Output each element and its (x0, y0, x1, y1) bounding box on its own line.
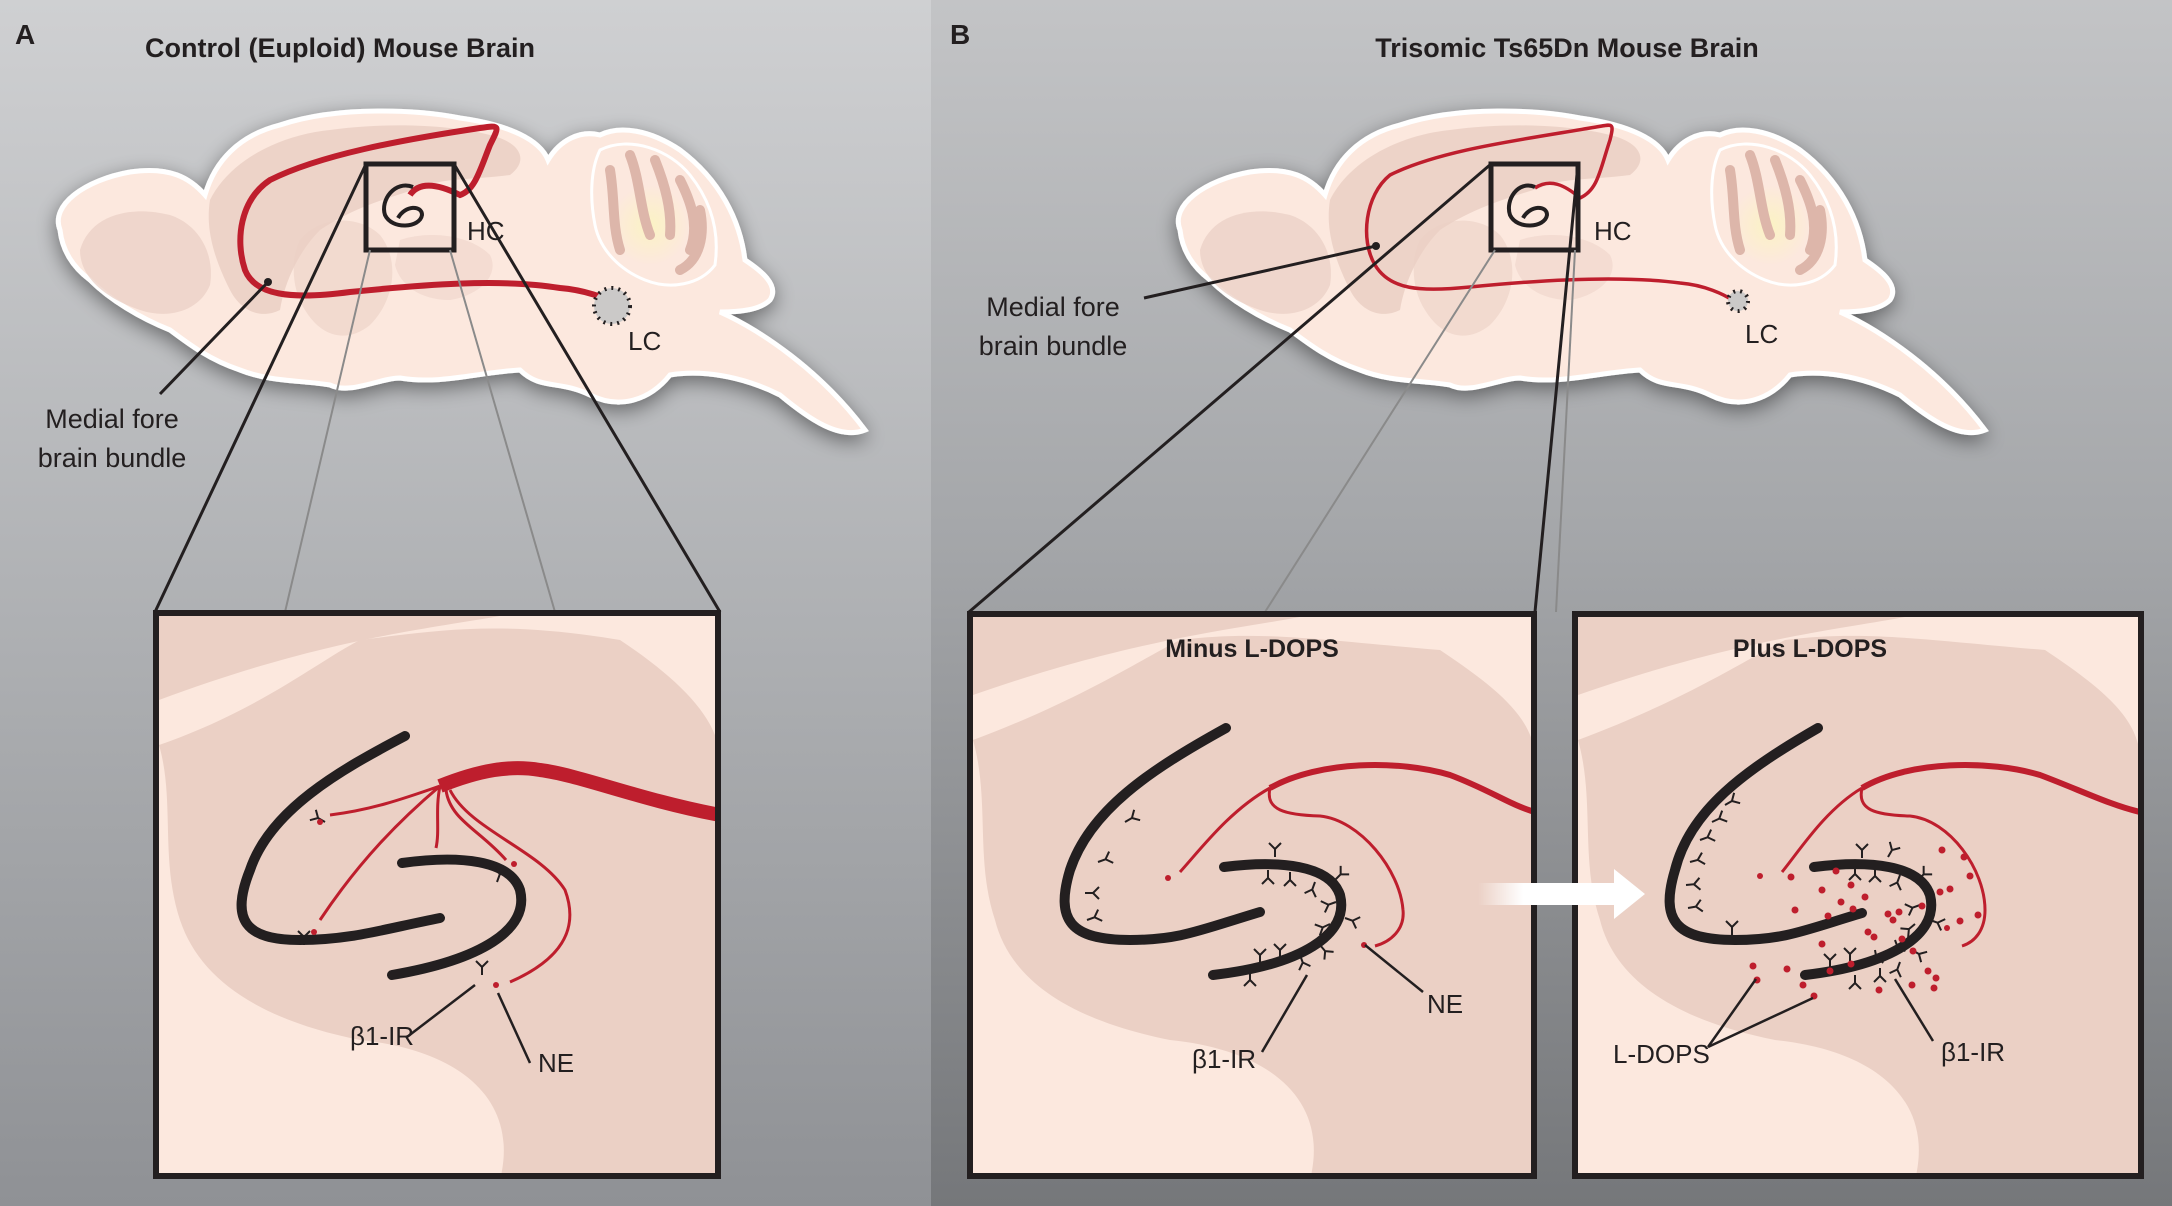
inset-b-minus: Minus L-DOPS β1-IR NE (967, 611, 1537, 1179)
projection-line-a-right (452, 163, 722, 613)
label-mfb-b-2: brain bundle (979, 331, 1128, 361)
label-hc-b: HC (1594, 216, 1632, 246)
inset-a: β1-IR NE (153, 610, 721, 1179)
l-dops-particle (1974, 911, 1982, 919)
label-ne-b-minus: NE (1427, 989, 1463, 1019)
l-dops-particle (1924, 967, 1932, 975)
mfb-fiber-a (237, 123, 617, 306)
projection-line-a-inner-left (284, 249, 371, 613)
l-dops-particle (1818, 940, 1826, 948)
l-dops-particle (1826, 967, 1834, 975)
projection-line-b-left (968, 162, 1492, 614)
label-lc-a: LC (628, 326, 661, 356)
l-dops-particle (1870, 933, 1878, 941)
label-drug-b-plus: L-DOPS (1613, 1039, 1710, 1069)
hippocampus-glyph-b (1506, 183, 1550, 228)
panel-b-title: Trisomic Ts65Dn Mouse Brain (1375, 33, 1759, 63)
projection-line-b-inner-right (1555, 249, 1576, 613)
brain-b (1178, 111, 1985, 433)
mfb-fiber-b (1364, 123, 1734, 302)
l-dops-particle (1847, 881, 1855, 889)
label-ne-a: NE (538, 1048, 574, 1078)
hippocampus-glyph-a (382, 183, 425, 228)
l-dops-particle (1932, 974, 1940, 982)
label-receptor-b-plus: β1-IR (1941, 1037, 2005, 1067)
treatment-arrow-icon (1478, 869, 1645, 919)
panel-a-title: Control (Euploid) Mouse Brain (145, 33, 535, 63)
hippocampus-zoom-box-a (363, 161, 457, 253)
l-dops-particle (1849, 905, 1857, 913)
label-mfb-a-1: Medial fore (45, 404, 179, 434)
panel-b-letter: B (950, 19, 970, 50)
l-dops-particle (1884, 910, 1892, 918)
l-dops-particle (1783, 965, 1791, 973)
l-dops-particle (1956, 917, 1964, 925)
l-dops-particle (1895, 908, 1903, 916)
l-dops-particles (1749, 846, 1982, 1000)
l-dops-particle (1909, 947, 1917, 955)
l-dops-particle (1832, 867, 1840, 875)
l-dops-particle (1966, 872, 1974, 880)
l-dops-particle (1837, 898, 1845, 906)
l-dops-particle (1889, 916, 1897, 924)
l-dops-particle (1799, 981, 1807, 989)
l-dops-particle (1930, 984, 1938, 992)
label-mfb-b-1: Medial fore (986, 292, 1120, 322)
l-dops-particle (1946, 885, 1954, 893)
l-dops-particle (1864, 928, 1872, 936)
inset-b-plus-title: Plus L-DOPS (1733, 635, 1887, 663)
locus-coeruleus-b (1726, 289, 1750, 313)
locus-coeruleus-a (592, 286, 632, 326)
l-dops-particle (1960, 853, 1968, 861)
mfb-dot-b (1372, 242, 1380, 250)
projection-line-a-left (153, 163, 368, 613)
label-receptor-a: β1-IR (350, 1021, 414, 1051)
l-dops-particle (1918, 902, 1926, 910)
l-dops-particle (1875, 986, 1883, 994)
l-dops-particle (1938, 846, 1946, 854)
l-dops-particle (1936, 888, 1944, 896)
mfb-leader-a (158, 280, 270, 396)
l-dops-particle (1898, 935, 1906, 943)
projection-line-b-right (1533, 163, 1580, 613)
projection-line-b-inner-left (1264, 249, 1496, 613)
brain-a (58, 111, 865, 433)
mfb-dot-a (264, 278, 272, 286)
inset-b-plus: Plus L-DOPS L-DOPS β1-IR (1572, 611, 2144, 1179)
l-dops-particle (1908, 981, 1916, 989)
panel-a-letter: A (15, 19, 35, 50)
l-dops-particle (1791, 906, 1799, 914)
inset-b-minus-title: Minus L-DOPS (1165, 635, 1339, 663)
hippocampus-zoom-box-b (1488, 161, 1581, 253)
l-dops-particle (1787, 873, 1795, 881)
l-dops-particle (1749, 962, 1757, 970)
mfb-leader-b (1143, 244, 1377, 300)
l-dops-particle (1847, 960, 1855, 968)
l-dops-particle (1818, 886, 1826, 894)
projection-line-a-inner-right (449, 249, 556, 613)
label-mfb-a-2: brain bundle (38, 443, 187, 473)
l-dops-particle (1824, 912, 1832, 920)
label-lc-b: LC (1745, 319, 1778, 349)
label-receptor-b-minus: β1-IR (1192, 1044, 1256, 1074)
l-dops-particle (1861, 893, 1869, 901)
